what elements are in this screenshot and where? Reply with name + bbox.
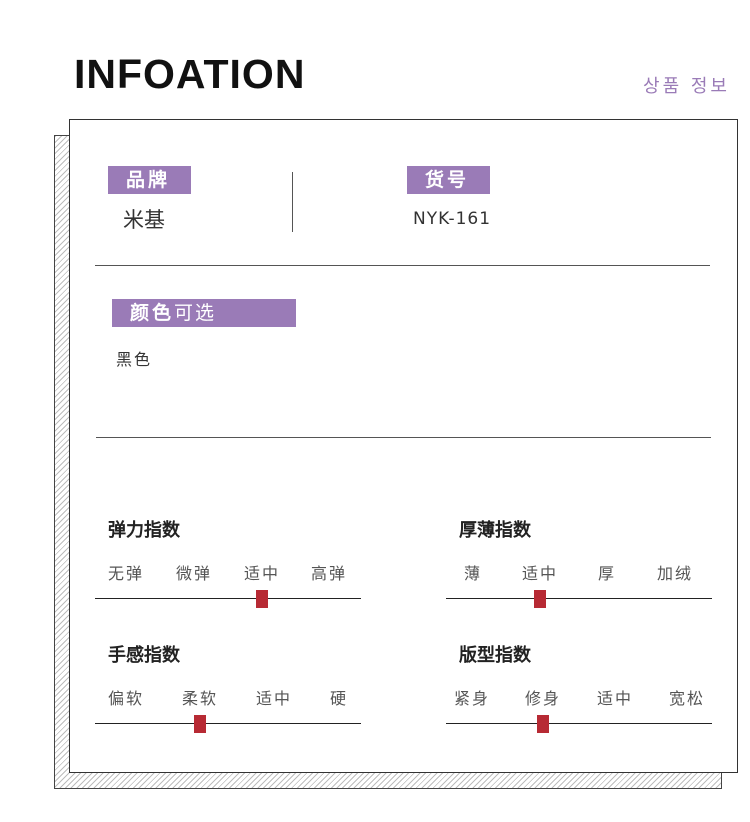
index-labels: 紧身 修身 适中 宽松	[446, 685, 712, 709]
index-labels: 偏软 柔软 适中 硬	[95, 685, 361, 709]
item-number-value: NYK-161	[413, 209, 492, 229]
index-elasticity: 弹力指数 无弹 微弹 适中 高弹	[95, 516, 361, 631]
index-option: 柔软	[181, 689, 219, 708]
index-selected-marker	[534, 590, 546, 608]
index-option: 薄	[463, 564, 483, 583]
index-feel: 手感指数 偏软 柔软 适中 硬	[95, 641, 361, 756]
index-option: 高弹	[310, 564, 348, 583]
index-option: 修身	[524, 689, 562, 708]
index-thickness: 厚薄指数 薄 适中 厚 加绒	[446, 516, 712, 631]
index-title: 版型指数	[459, 645, 531, 666]
info-vertical-divider	[292, 172, 293, 232]
section-divider-1	[95, 265, 710, 266]
index-option: 适中	[243, 564, 281, 583]
index-option: 厚	[597, 564, 617, 583]
index-title: 弹力指数	[108, 520, 180, 541]
index-option: 适中	[596, 689, 634, 708]
index-option: 宽松	[668, 689, 706, 708]
index-option: 无弹	[107, 564, 145, 583]
index-selected-marker	[256, 590, 268, 608]
index-scale-line	[95, 598, 361, 599]
index-option: 紧身	[453, 689, 491, 708]
index-title: 厚薄指数	[459, 520, 531, 541]
index-option: 硬	[329, 689, 349, 708]
color-tag-light: 可选	[174, 302, 217, 324]
product-info-card: 品牌 米基 货号 NYK-161 颜色可选 黑色 弹力指数 无弹 微弹 适中 高…	[69, 119, 738, 773]
index-option: 适中	[255, 689, 293, 708]
brand-tag: 品牌	[108, 166, 191, 194]
index-title: 手感指数	[108, 645, 180, 666]
color-tag-bold: 颜色	[130, 302, 175, 324]
index-scale-line	[95, 723, 361, 724]
index-option: 适中	[521, 564, 559, 583]
brand-value: 米基	[123, 208, 165, 232]
index-scale-line	[446, 723, 712, 724]
index-option: 偏软	[107, 689, 145, 708]
section-divider-2	[96, 437, 711, 438]
color-value: 黑色	[116, 350, 153, 369]
page-subtitle: 상품 정보	[643, 76, 730, 97]
index-option: 加绒	[656, 564, 694, 583]
index-scale-line	[446, 598, 712, 599]
color-tag: 颜色可选	[112, 299, 296, 327]
index-selected-marker	[194, 715, 206, 733]
item-number-tag: 货号	[407, 166, 490, 194]
index-selected-marker	[537, 715, 549, 733]
index-labels: 无弹 微弹 适中 高弹	[95, 560, 361, 584]
index-option: 微弹	[175, 564, 213, 583]
index-labels: 薄 适中 厚 加绒	[446, 560, 712, 584]
page-title: INFOATION	[74, 51, 306, 97]
index-fit: 版型指数 紧身 修身 适中 宽松	[446, 641, 712, 756]
